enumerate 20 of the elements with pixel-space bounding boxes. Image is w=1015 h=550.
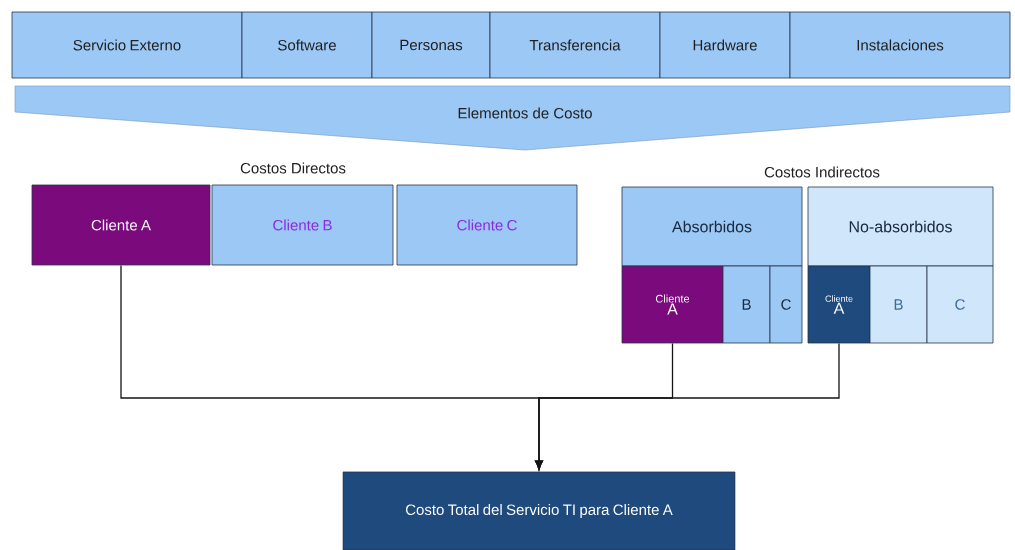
group-heading: Costos Directos xyxy=(240,162,346,174)
group-heading: Costos Indirectos xyxy=(764,166,880,178)
category-cell: Hardware xyxy=(659,11,791,79)
client-cell: B xyxy=(869,265,928,344)
client-cell: Cliente A xyxy=(621,265,724,344)
client-box: Cliente C xyxy=(396,184,578,266)
client-cell: B xyxy=(722,265,771,344)
client-box: Cliente B xyxy=(211,184,394,266)
client-cell: Cliente A xyxy=(807,265,871,344)
total-cost-box: Costo Total del Servicio TI para Cliente A xyxy=(342,471,736,550)
category-cell: Instalaciones xyxy=(789,11,1011,79)
banner-chevron: Elementos de Costo xyxy=(14,85,1011,151)
category-cell: Software xyxy=(241,11,373,79)
category-cell: Transferencia xyxy=(489,11,661,79)
category-cell: Personas xyxy=(371,11,491,79)
client-cell: C xyxy=(769,265,803,344)
client-box: Cliente A xyxy=(31,184,211,266)
category-cell: Servicio Externo xyxy=(11,11,243,79)
client-cell: C xyxy=(926,265,994,344)
connector-arrow xyxy=(535,342,840,470)
